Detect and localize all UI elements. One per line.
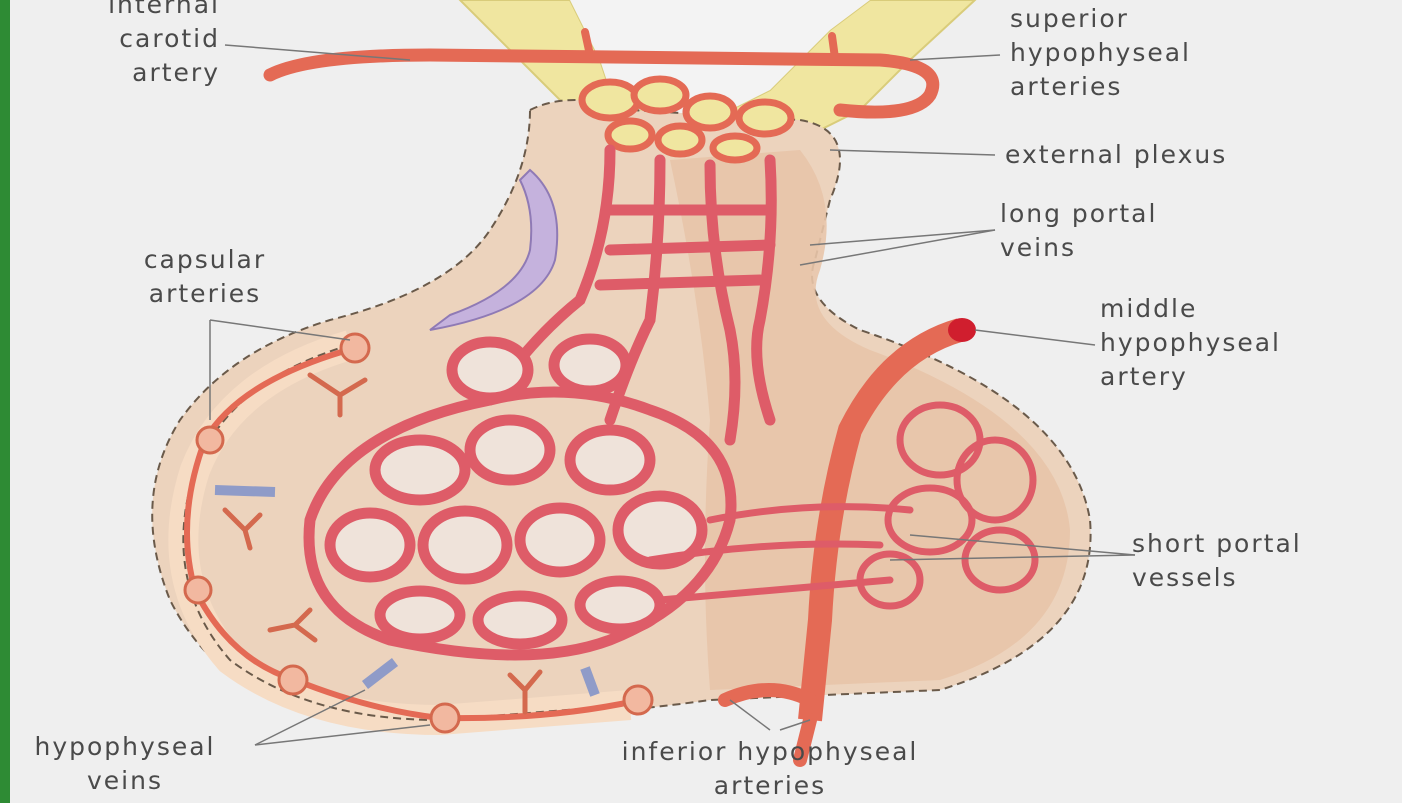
label-external-plexus: external plexus: [1005, 138, 1227, 172]
label-superior-hypophyseal-arteries: superior hypophyseal arteries: [1010, 2, 1191, 104]
label-short-portal-vessels: short portal vessels: [1132, 527, 1302, 595]
middle-hypophyseal-artery-cut-end: [948, 318, 976, 342]
label-hypophyseal-veins: hypophyseal veins: [10, 730, 240, 798]
label-internal-carotid-artery: internal carotid artery: [70, 0, 220, 90]
pituitary-illustration: [10, 0, 1402, 803]
label-inferior-hypophyseal-arteries: inferior hypophyseal arteries: [550, 735, 990, 803]
label-long-portal-veins: long portal veins: [1000, 197, 1157, 265]
diagram-canvas: internal carotid artery superior hypophy…: [10, 0, 1402, 803]
label-capsular-arteries: capsular arteries: [125, 243, 285, 311]
label-middle-hypophyseal-artery: middle hypophyseal artery: [1100, 292, 1281, 394]
superior-hypophyseal-branch-left: [585, 32, 590, 55]
superior-hypophyseal-branch-right: [832, 36, 835, 58]
